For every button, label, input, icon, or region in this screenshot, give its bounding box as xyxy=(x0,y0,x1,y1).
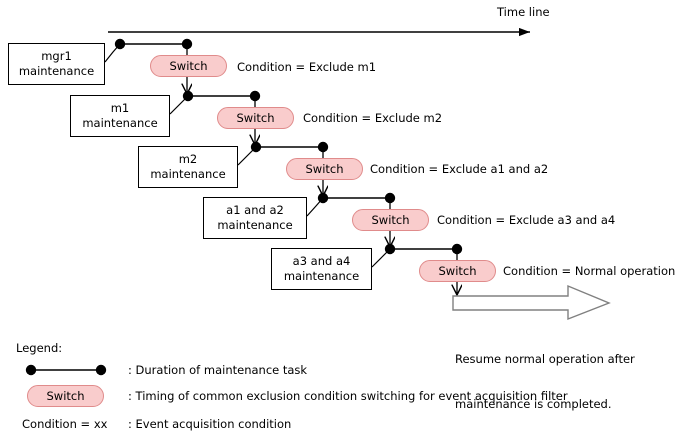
task-box-line-1: a3 and a4 xyxy=(292,254,351,268)
duration-bar-row-2 xyxy=(182,90,261,102)
task-box-a3-a4-maintenance: a3 and a4 maintenance xyxy=(271,248,372,290)
duration-bar-row-5 xyxy=(384,243,463,255)
duration-bar-row-3 xyxy=(250,141,329,153)
task-box-line-2: maintenance xyxy=(217,218,293,232)
switch-capsule-row-1[interactable]: Switch xyxy=(150,55,227,77)
task-box-line-2: maintenance xyxy=(150,167,226,181)
legend-duration-symbol xyxy=(25,364,107,376)
switch-capsule-row-2[interactable]: Switch xyxy=(217,107,294,129)
leader-line-row-1 xyxy=(104,43,121,63)
switch-capsule-row-5[interactable]: Switch xyxy=(419,260,496,282)
legend-switch-capsule: Switch xyxy=(27,385,104,407)
task-box-m1-maintenance: m1 maintenance xyxy=(70,95,170,137)
task-box-line-1: m1 xyxy=(110,101,130,115)
leader-line-row-4 xyxy=(306,197,324,217)
legend-entry-duration-text: : Duration of maintenance task xyxy=(128,363,308,377)
legend-title: Legend: xyxy=(16,341,63,355)
legend-entry-condition-text: : Event acquisition condition xyxy=(128,417,292,431)
resume-note-line-2: maintenance is completed. xyxy=(455,397,612,411)
condition-text-row-3: Condition = Exclude a1 and a2 xyxy=(370,162,549,176)
resume-hollow-arrow xyxy=(452,284,611,321)
resume-note: Resume normal operation after maintenanc… xyxy=(455,322,635,442)
condition-text-row-2: Condition = Exclude m2 xyxy=(303,111,443,125)
task-box-m2-maintenance: m2 maintenance xyxy=(138,146,238,188)
condition-text-row-5: Condition = Normal operation xyxy=(503,264,676,278)
legend-condition-symbol: Condition = xx xyxy=(22,417,108,431)
condition-text-row-1: Condition = Exclude m1 xyxy=(237,60,377,74)
legend-entry-switch-text: : Timing of common exclusion condition s… xyxy=(128,389,568,403)
task-box-a1-a2-maintenance: a1 and a2 maintenance xyxy=(203,197,307,239)
task-box-line-2: maintenance xyxy=(18,64,95,78)
task-box-line-2: maintenance xyxy=(283,269,360,283)
duration-bar-row-1 xyxy=(114,38,193,50)
leader-line-row-2 xyxy=(169,95,189,115)
task-box-mgr1-maintenance: mgr1 maintenance xyxy=(8,43,105,85)
resume-note-line-1: Resume normal operation after xyxy=(455,352,635,366)
condition-text-row-4: Condition = Exclude a3 and a4 xyxy=(437,213,616,227)
task-box-line-1: a1 and a2 xyxy=(226,203,284,217)
timeline-label: Time line xyxy=(497,5,550,19)
switch-capsule-row-4[interactable]: Switch xyxy=(352,209,429,231)
leader-line-row-5 xyxy=(371,248,391,268)
switch-capsule-row-3[interactable]: Switch xyxy=(286,158,363,180)
leader-line-row-3 xyxy=(237,146,257,166)
duration-bar-row-4 xyxy=(317,192,396,204)
task-box-line-2: maintenance xyxy=(82,116,158,130)
task-box-line-1: m2 xyxy=(178,152,198,166)
task-box-line-1: mgr1 xyxy=(41,49,72,63)
